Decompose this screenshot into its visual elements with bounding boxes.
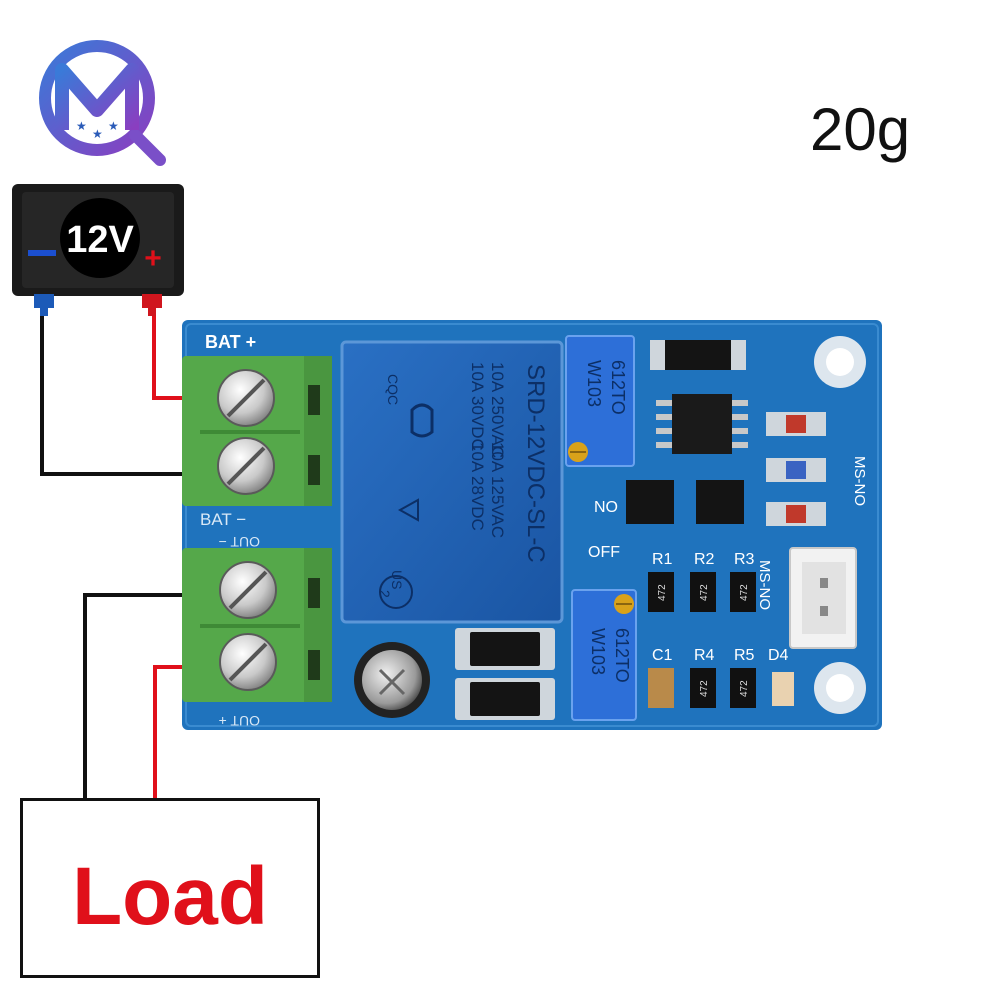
label-r2: R2	[694, 551, 715, 568]
chip-code-r4: 472	[699, 680, 710, 697]
relay-cert-number: 2	[377, 590, 393, 598]
chip-codes: 472 472 472 472 472	[657, 584, 750, 697]
battery-plus-sign: +	[144, 242, 162, 275]
resistor-labels-row1: R1 R2 R3	[652, 551, 755, 568]
label-bat-positive: BAT +	[205, 332, 256, 352]
svg-text:★: ★	[92, 127, 103, 141]
label-r4: R4	[694, 647, 715, 664]
load-label: Load	[72, 851, 268, 942]
relay-ul-us: US	[389, 570, 405, 589]
pot-bottom-line1: 612TO	[612, 628, 632, 683]
smd-diodes	[455, 628, 555, 720]
label-r5: R5	[734, 647, 755, 664]
relay-rating-1: 10A 125VAC	[488, 442, 507, 538]
pot-top-line1: 612TO	[608, 360, 628, 415]
warning-triangle-icon	[397, 498, 419, 522]
resistor-labels-row2: C1 R4 R5 D4	[652, 647, 789, 664]
label-out-positive: OUT +	[219, 713, 260, 729]
label-out-negative: OUT −	[219, 534, 260, 550]
label-d4: D4	[768, 647, 789, 664]
chip-code-r2: 472	[699, 584, 710, 601]
potentiometer-top	[565, 335, 635, 467]
chip-code-r5: 472	[739, 680, 750, 697]
svg-text:★: ★	[76, 119, 87, 133]
electrolytic-capacitor	[354, 642, 430, 718]
relay-model: SRD-12VDC-SL-C	[522, 364, 549, 563]
relay-markings: SRD-12VDC-SL-C 10A 125VAC 10A 28VDC 10A …	[377, 362, 549, 609]
terminal-block-out	[182, 548, 332, 702]
label-ms-no-top: MS-NO	[851, 456, 868, 506]
load-box	[20, 798, 320, 978]
cqc-mark	[379, 575, 413, 609]
label-off: OFF	[588, 544, 620, 561]
relay-rating-4: 10A 30VDC	[468, 362, 487, 451]
relay-cqc: CQC	[385, 374, 401, 405]
pot-bottom-line2: W103	[588, 628, 608, 675]
battery-voltage: 12V	[66, 219, 134, 261]
weight-label: 20g	[810, 96, 911, 163]
label-bat-negative: BAT −	[200, 510, 246, 529]
relay	[340, 340, 564, 624]
label-r3: R3	[734, 551, 755, 568]
relay-rating-3: 10A 250VAC	[488, 362, 507, 458]
potentiometer-bottom	[571, 589, 637, 721]
ul-mark-icon	[410, 403, 434, 438]
smd-transistors	[626, 340, 746, 524]
label-c1: C1	[652, 647, 673, 664]
brand-logo: ★ ★ ★	[39, 40, 166, 166]
chip-code-r1: 472	[657, 584, 668, 601]
svg-text:★: ★	[108, 119, 119, 133]
battery-icon	[12, 184, 184, 316]
label-no: NO	[594, 499, 618, 516]
smd-resistors	[648, 412, 826, 708]
relay-rating-2: 10A 28VDC	[468, 442, 487, 531]
label-ms-no-side: MS-NO	[756, 560, 773, 610]
label-r1: R1	[652, 551, 673, 568]
ic-chip	[656, 394, 748, 454]
jst-connector	[789, 547, 857, 649]
chip-code-r3: 472	[739, 584, 750, 601]
terminal-block-bat	[182, 356, 332, 506]
pot-top-line2: W103	[584, 360, 604, 407]
